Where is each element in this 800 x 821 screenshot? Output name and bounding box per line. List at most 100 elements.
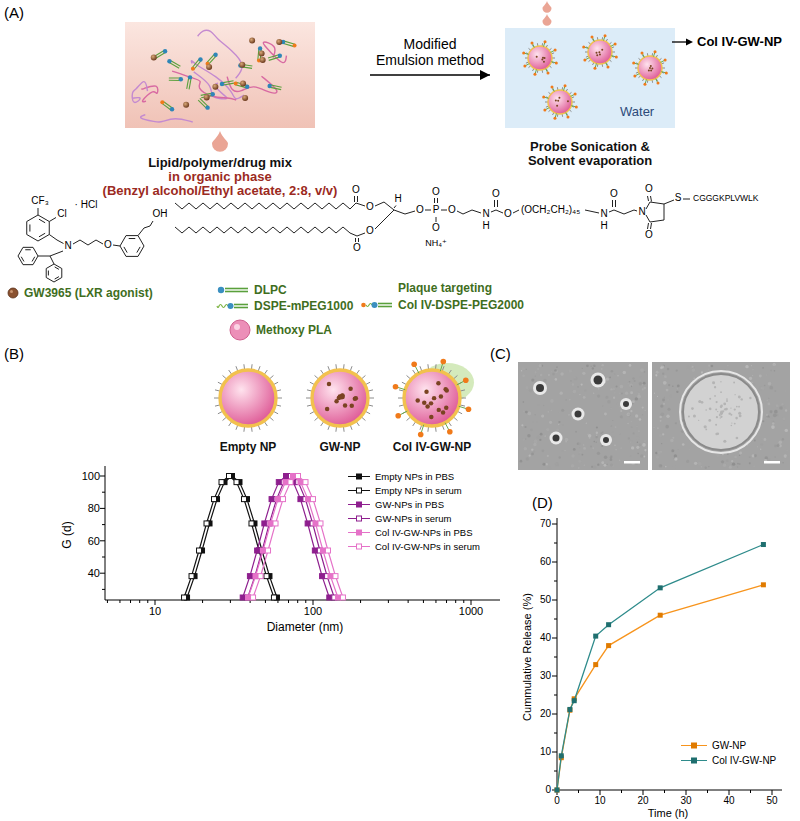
- nanoparticle-art: [325, 407, 329, 411]
- water-beaker-art: [522, 51, 525, 54]
- water-beaker-art: [633, 74, 636, 77]
- mixing-beaker-art: [276, 39, 282, 45]
- tem-micrograph: [753, 466, 754, 467]
- tem-micrograph: [551, 410, 552, 411]
- nanoparticle-art: [343, 403, 347, 407]
- tem-micrograph: [714, 386, 716, 388]
- nanoparticle-art: [214, 359, 474, 438]
- tem-micrograph: [731, 460, 733, 462]
- tem-micrograph: [590, 365, 591, 366]
- tem-micrograph: [736, 437, 739, 440]
- tem-micrograph: [667, 368, 670, 371]
- tem-micrograph: [734, 394, 735, 395]
- water-beaker-art: [543, 108, 546, 111]
- tem-micrograph: [548, 466, 551, 469]
- release-chart: [761, 542, 766, 547]
- tem-micrograph: [672, 437, 674, 439]
- tem-micrograph: [665, 466, 667, 468]
- tem-micrograph: [578, 467, 579, 468]
- tem-micrograph: [717, 411, 718, 412]
- legend-entry: DSPE-mPEG1000: [216, 299, 353, 313]
- tem-micrograph: [635, 414, 638, 417]
- tem-micrograph: [682, 443, 685, 446]
- legend-swatch: [230, 320, 250, 340]
- tem-micrograph: [548, 374, 550, 376]
- legend-swatch: [357, 530, 362, 535]
- release-chart: [593, 634, 598, 639]
- tem-micrograph: [577, 386, 579, 388]
- mixing-beaker-art: [227, 76, 277, 93]
- axis-tick: 60: [540, 556, 551, 568]
- tem-micrograph: [704, 425, 707, 428]
- tem-micrograph: [578, 454, 579, 455]
- tem-micrograph: [720, 417, 721, 418]
- legend-swatch: [357, 502, 362, 507]
- tem-micrograph: [736, 406, 738, 408]
- size-distribution-chart: [187, 476, 277, 597]
- mixing-beaker-art: [125, 22, 315, 128]
- tem-micrograph: [722, 410, 724, 412]
- tem-micrograph: [545, 463, 547, 465]
- tem-micrograph: [701, 466, 702, 467]
- chemical-structure: [357, 196, 358, 202]
- nanoparticle-art: [424, 390, 428, 394]
- tem-micrograph: [546, 428, 549, 431]
- tem-micrograph: [531, 378, 534, 381]
- tem-micrograph: [786, 450, 788, 452]
- size-distribution-chart: [262, 521, 267, 526]
- tem-micrograph: [660, 404, 663, 407]
- nanoparticle-art: [437, 408, 441, 412]
- tem-micrograph: [527, 434, 530, 437]
- legend-text: DSPE-mPEG1000: [254, 299, 353, 313]
- release-chart: [750, 790, 751, 793]
- axis-tick: 1000: [459, 605, 483, 618]
- size-distribution-chart: [360, 600, 361, 603]
- tem-micrograph: [582, 368, 583, 369]
- tem-micrograph: [754, 454, 757, 457]
- release-chart: [552, 676, 557, 677]
- release-chart: [772, 790, 773, 795]
- tem-micrograph: [644, 371, 646, 373]
- tem-micrograph: [543, 463, 545, 465]
- tem-micrograph: [683, 374, 759, 450]
- node-text: in organic phase: [70, 170, 370, 184]
- tem-micrograph: [644, 449, 646, 451]
- tem-micrograph: [738, 396, 741, 399]
- tem-micrograph: [637, 442, 638, 443]
- tem-micrograph: [523, 401, 525, 403]
- tem-micrograph: [740, 398, 742, 400]
- size-distribution-chart: [246, 595, 251, 600]
- chemical-structure: [497, 200, 498, 207]
- chemical-structure: [375, 202, 394, 210]
- size-distribution-chart: [276, 480, 281, 485]
- spacer: [295, 362, 385, 440]
- tem-micrograph: [536, 422, 537, 423]
- tem-micrograph: [533, 451, 535, 453]
- tem-micrograph: [534, 414, 536, 416]
- tem-micrograph: [550, 432, 563, 445]
- tem-micrograph: [537, 435, 541, 439]
- axis-tick: 40: [540, 632, 551, 644]
- size-distribution-chart: [313, 521, 318, 526]
- tem-micrograph: [531, 448, 533, 450]
- tem-micrograph: [620, 398, 632, 410]
- tem-micrograph: [537, 404, 539, 406]
- release-chart: [606, 622, 611, 627]
- tem-micrograph: [571, 464, 575, 468]
- tem-micrograph: [709, 407, 712, 410]
- water-beaker-art: [638, 56, 662, 80]
- mixing-beaker-art: [249, 38, 255, 44]
- tem-micrograph: [597, 452, 600, 455]
- size-distribution-chart: [281, 497, 286, 502]
- size-distribution-chart: [298, 480, 303, 485]
- nanoparticle-art: [425, 404, 429, 408]
- water-beaker-art: [536, 56, 538, 58]
- mixing-beaker-art: [132, 82, 147, 103]
- tem-micrograph: [783, 405, 786, 408]
- tem-micrograph: [693, 414, 696, 417]
- tem-micrograph: [614, 444, 616, 446]
- tem-micrograph: [726, 400, 728, 402]
- tem-micrograph: [610, 463, 613, 466]
- tem-micrograph: [523, 439, 525, 441]
- water-beaker-art: [533, 73, 536, 76]
